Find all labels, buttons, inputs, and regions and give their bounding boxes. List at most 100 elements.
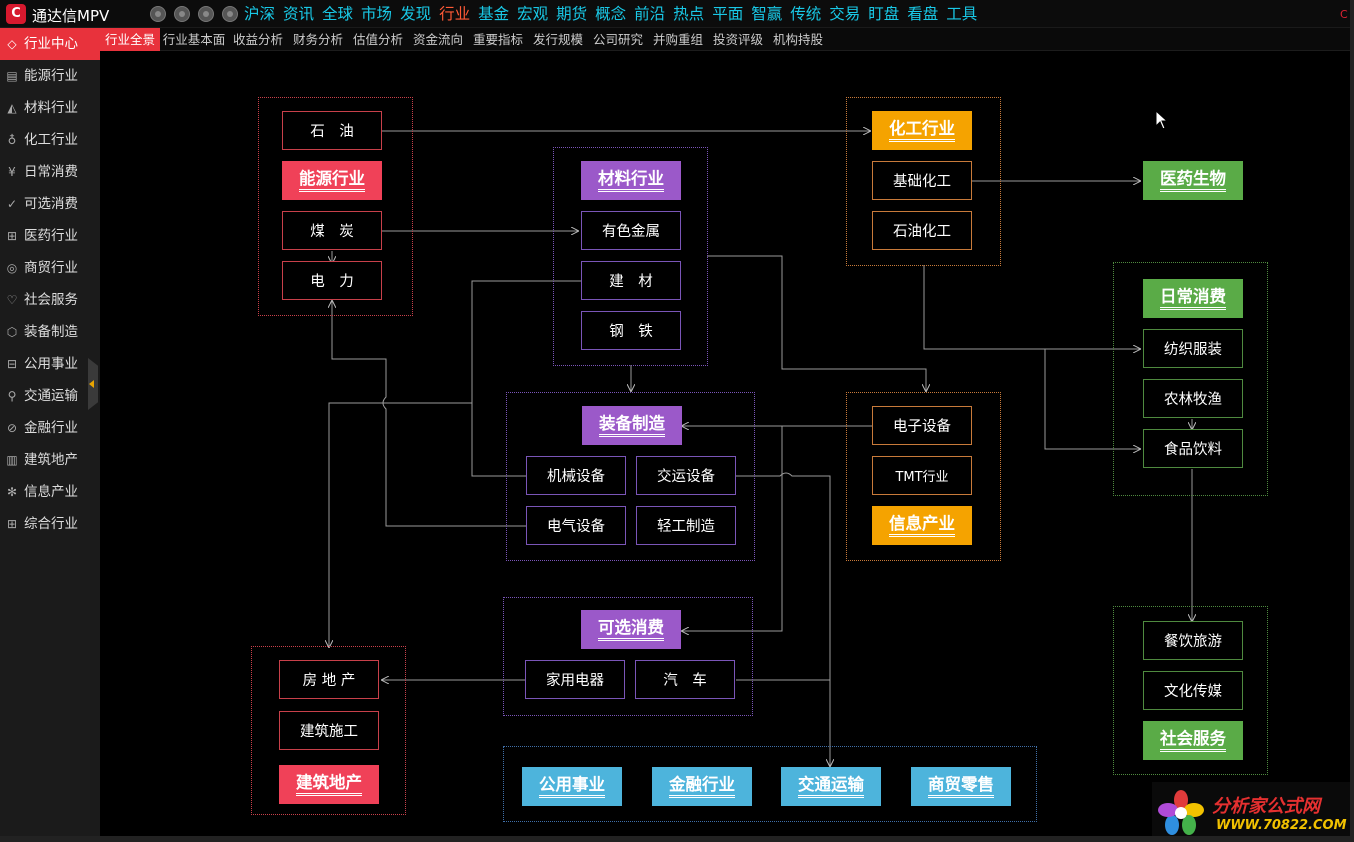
main-menu-item[interactable]: 热点	[673, 5, 705, 23]
sidebar-item[interactable]: ◇行业中心	[0, 28, 100, 60]
sidebar-item[interactable]: ⊘金融行业	[0, 412, 100, 444]
main-menu-item[interactable]: 交易	[829, 5, 861, 23]
energy-head-label: 能源行业	[299, 169, 365, 192]
node-building-realestate[interactable]: 建筑地产	[279, 765, 379, 804]
sidebar-item[interactable]: ⊞医药行业	[0, 220, 100, 252]
sub-tab[interactable]: 机构持股	[772, 32, 823, 47]
sub-tab[interactable]: 发行规模	[532, 32, 583, 47]
sidebar-item-label: 化工行业	[24, 132, 78, 148]
node-electrical-equipment[interactable]: 电气设备	[526, 506, 626, 545]
node-home-appliances[interactable]: 家用电器	[525, 660, 625, 699]
main-menu-item[interactable]: 沪深	[244, 5, 276, 23]
node-machinery[interactable]: 机械设备	[526, 456, 626, 495]
node-trade-retail[interactable]: 商贸零售	[911, 767, 1011, 806]
main-menu-item[interactable]: 基金	[478, 5, 510, 23]
sidebar-item-label: 公用事业	[24, 356, 78, 372]
sidebar-item[interactable]: ▤能源行业	[0, 60, 100, 92]
sub-tab[interactable]: 估值分析	[352, 32, 403, 47]
main-menu-item[interactable]: 宏观	[517, 5, 549, 23]
sidebar-item[interactable]: ⚲交通运输	[0, 380, 100, 412]
main-menu-item[interactable]: 前沿	[634, 5, 666, 23]
node-material-industry[interactable]: 材料行业	[581, 161, 681, 200]
sidebar-item-label: 能源行业	[24, 68, 78, 84]
sub-tab[interactable]: 公司研究	[592, 32, 643, 47]
main-menu-item[interactable]: 市场	[361, 5, 393, 23]
sidebar-item[interactable]: ✓可选消费	[0, 188, 100, 220]
node-catering-tourism[interactable]: 餐饮旅游	[1143, 621, 1243, 660]
main-menu-item[interactable]: 看盘	[907, 5, 939, 23]
main-menu-item[interactable]: 资讯	[283, 5, 315, 23]
node-social-services[interactable]: 社会服务	[1143, 721, 1243, 760]
node-food-beverage[interactable]: 食品饮料	[1143, 429, 1243, 468]
top-right-indicator: C	[1340, 8, 1348, 21]
node-nonferrous-metals[interactable]: 有色金属	[581, 211, 681, 250]
node-electronic-equipment[interactable]: 电子设备	[872, 406, 972, 445]
sub-tab[interactable]: 重要指标	[472, 32, 523, 47]
node-tmt[interactable]: TMT行业	[872, 456, 972, 495]
equipment-head-label: 装备制造	[599, 414, 665, 437]
check-icon: ✓	[6, 197, 18, 211]
sidebar-item[interactable]: ◎商贸行业	[0, 252, 100, 284]
node-textile-apparel[interactable]: 纺织服装	[1143, 329, 1243, 368]
node-daily-consumption[interactable]: 日常消费	[1143, 279, 1243, 318]
main-menu-item[interactable]: 平面	[712, 5, 744, 23]
sidebar-item[interactable]: ◭材料行业	[0, 92, 100, 124]
transportation-head-label: 交通运输	[798, 775, 864, 798]
node-public-utilities[interactable]: 公用事业	[522, 767, 622, 806]
sub-tab[interactable]: 行业全景	[100, 28, 160, 51]
sidebar-item[interactable]: ▥建筑地产	[0, 444, 100, 476]
node-steel[interactable]: 钢 铁	[581, 311, 681, 350]
node-basic-chemical[interactable]: 基础化工	[872, 161, 972, 200]
main-menu-item[interactable]: 传统	[790, 5, 822, 23]
nav-minus-button[interactable]	[222, 6, 238, 22]
nav-forward-button[interactable]	[174, 6, 190, 22]
sub-tab[interactable]: 行业基本面	[162, 32, 226, 47]
sidebar-item[interactable]: ¥日常消费	[0, 156, 100, 188]
node-chemical-industry[interactable]: 化工行业	[872, 111, 972, 150]
node-information-industry[interactable]: 信息产业	[872, 506, 972, 545]
node-petroleum[interactable]: 石 油	[282, 111, 382, 150]
main-menu-item[interactable]: 概念	[595, 5, 627, 23]
node-medicine-bio[interactable]: 医药生物	[1143, 161, 1243, 200]
sub-tab[interactable]: 投资评级	[712, 32, 763, 47]
group-daily	[1113, 262, 1268, 496]
node-optional-consumption[interactable]: 可选消费	[581, 610, 681, 649]
main-menu-item[interactable]: 发现	[400, 5, 432, 23]
sidebar-item[interactable]: ✻信息产业	[0, 476, 100, 508]
node-automobile[interactable]: 汽 车	[635, 660, 735, 699]
sidebar-item[interactable]: ⬡装备制造	[0, 316, 100, 348]
node-transportation[interactable]: 交通运输	[781, 767, 881, 806]
sidebar-item[interactable]: ♁化工行业	[0, 124, 100, 156]
main-menu-item[interactable]: 智赢	[751, 5, 783, 23]
main-menu-item[interactable]: 行业	[439, 5, 471, 23]
app-logo-icon: C	[6, 4, 26, 24]
node-coal[interactable]: 煤 炭	[282, 211, 382, 250]
node-building-materials[interactable]: 建 材	[581, 261, 681, 300]
node-power[interactable]: 电 力	[282, 261, 382, 300]
node-culture-media[interactable]: 文化传媒	[1143, 671, 1243, 710]
sidebar-item[interactable]: ⊟公用事业	[0, 348, 100, 380]
node-energy-industry[interactable]: 能源行业	[282, 161, 382, 200]
main-menu-item[interactable]: 全球	[322, 5, 354, 23]
node-equipment-manufacturing[interactable]: 装备制造	[582, 406, 682, 445]
grid-icon: ⊞	[6, 517, 18, 531]
sidebar-item[interactable]: ⊞综合行业	[0, 508, 100, 540]
nav-play-button[interactable]	[198, 6, 214, 22]
nav-back-button[interactable]	[150, 6, 166, 22]
main-menu-item[interactable]: 工具	[946, 5, 978, 23]
node-finance-industry[interactable]: 金融行业	[652, 767, 752, 806]
main-menu-item[interactable]: 盯盘	[868, 5, 900, 23]
sub-tab[interactable]: 财务分析	[292, 32, 343, 47]
node-transport-equipment[interactable]: 交运设备	[636, 456, 736, 495]
node-agriculture[interactable]: 农林牧渔	[1143, 379, 1243, 418]
node-petrochemical[interactable]: 石油化工	[872, 211, 972, 250]
sidebar-collapse-handle[interactable]	[88, 358, 98, 410]
sub-tab[interactable]: 收益分析	[232, 32, 283, 47]
node-light-manufacturing[interactable]: 轻工制造	[636, 506, 736, 545]
sub-tab[interactable]: 资金流向	[412, 32, 463, 47]
sidebar-item[interactable]: ♡社会服务	[0, 284, 100, 316]
node-real-estate[interactable]: 房 地 产	[279, 660, 379, 699]
node-construction[interactable]: 建筑施工	[279, 711, 379, 750]
main-menu-item[interactable]: 期货	[556, 5, 588, 23]
sub-tab[interactable]: 并购重组	[652, 32, 703, 47]
